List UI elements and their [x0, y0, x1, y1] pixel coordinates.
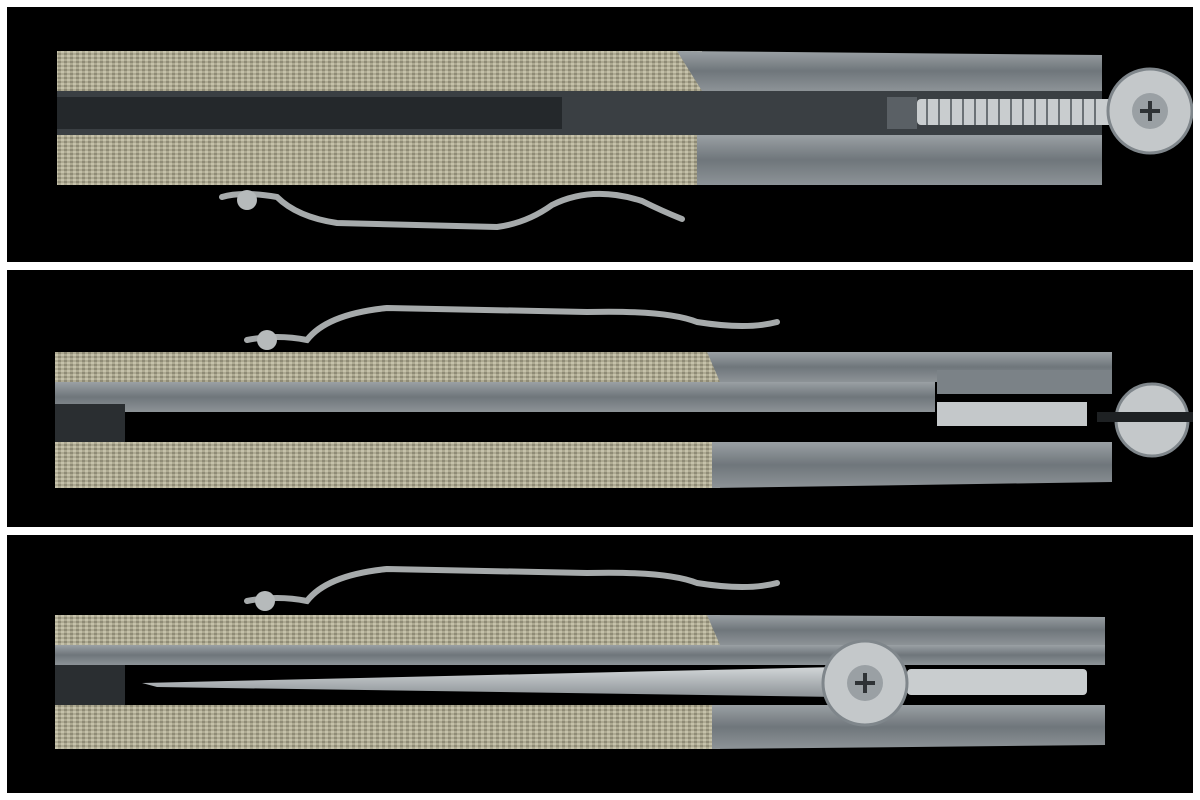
blade — [142, 667, 837, 697]
pocket-clip — [244, 565, 780, 605]
blade-spine — [55, 382, 935, 412]
handle-scale-bottom — [55, 705, 720, 749]
serrated-spine — [917, 99, 1117, 125]
pocket-clip — [244, 304, 780, 344]
panel-knife-top-view — [7, 7, 1193, 262]
handle-scale-top — [55, 615, 720, 645]
knife-side-view-image — [55, 565, 1105, 749]
panel-knife-side-view — [7, 535, 1193, 793]
handle-scale-top — [57, 51, 702, 91]
serrated-spine — [907, 669, 1087, 695]
blade-tang — [937, 402, 1087, 426]
panel-knife-spine-view — [7, 270, 1193, 527]
handle-scale-bottom — [55, 442, 720, 488]
bolster-top — [677, 51, 1102, 91]
liner-gap — [57, 97, 562, 129]
pocket-clip — [219, 190, 685, 231]
handle-scale-bottom — [57, 135, 702, 185]
handle-scale-top — [55, 352, 720, 382]
bolster-bottom — [697, 135, 1102, 185]
knife-top-view-image — [57, 51, 1193, 231]
knife-spine-view-image — [55, 304, 1193, 488]
